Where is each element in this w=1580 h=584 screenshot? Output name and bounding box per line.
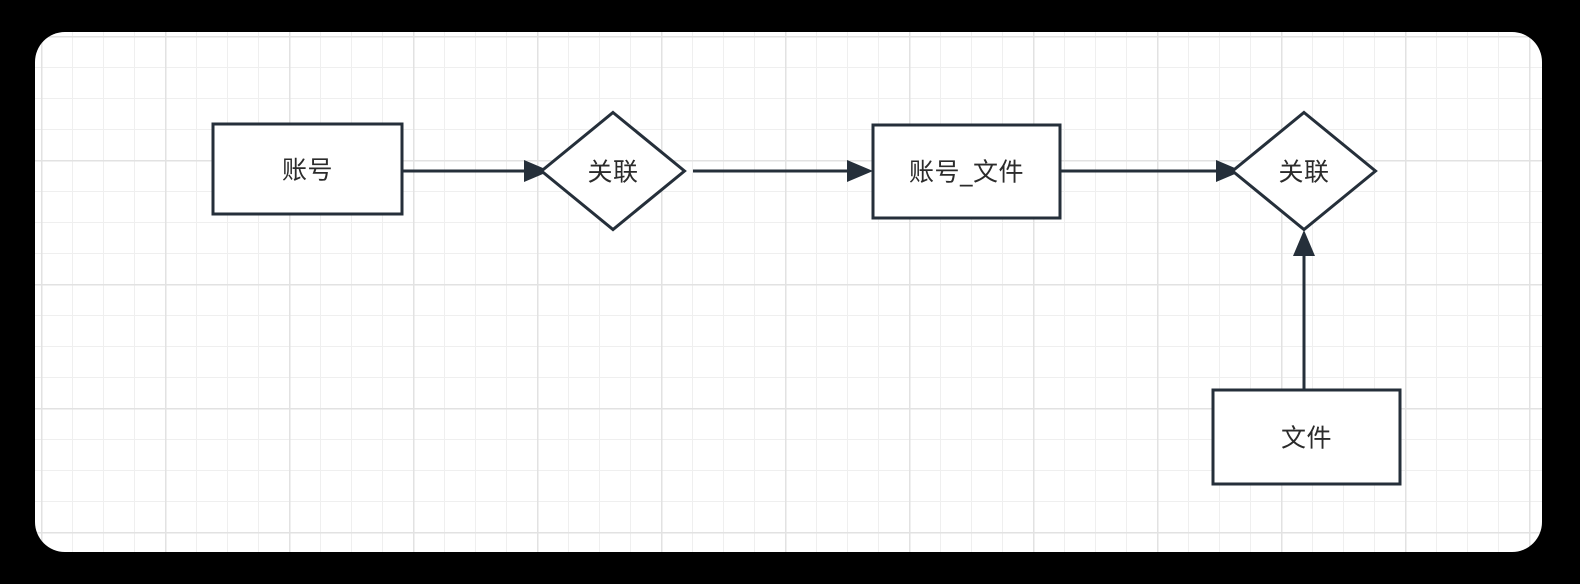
entity-box [871,123,1062,220]
edge-group [402,160,1315,390]
arrowhead-icon [1293,230,1315,256]
edge-account-to-relation[interactable] [402,160,550,182]
node-label: 关联 [587,158,638,187]
node-relation-2[interactable]: 关联 [1230,110,1378,232]
edge-file-to-relation[interactable] [1293,230,1315,390]
node-label: 账号_文件 [909,158,1024,187]
node-label: 关联 [1278,158,1329,187]
diagram-canvas[interactable] [35,32,1542,552]
node-group: 账号 关联 账号_文件 关联 文件 [211,110,1402,486]
node-label: 文件 [1281,424,1332,453]
arrowhead-icon [847,160,873,182]
node-label: 账号 [282,156,333,185]
node-file[interactable]: 文件 [1211,388,1402,486]
node-account[interactable]: 账号 [211,122,404,216]
arrowhead-icon [1216,160,1242,182]
entity-box [1211,388,1402,486]
relationship-diamond [539,110,687,232]
edge-account-file-to-relation[interactable] [1060,160,1242,182]
entity-box [211,122,404,216]
relationship-diamond [1230,110,1378,232]
node-account-file[interactable]: 账号_文件 [871,123,1062,220]
node-relation-1[interactable]: 关联 [539,110,687,232]
edge-relation-to-account-file[interactable] [693,160,873,182]
arrowhead-icon [524,160,550,182]
